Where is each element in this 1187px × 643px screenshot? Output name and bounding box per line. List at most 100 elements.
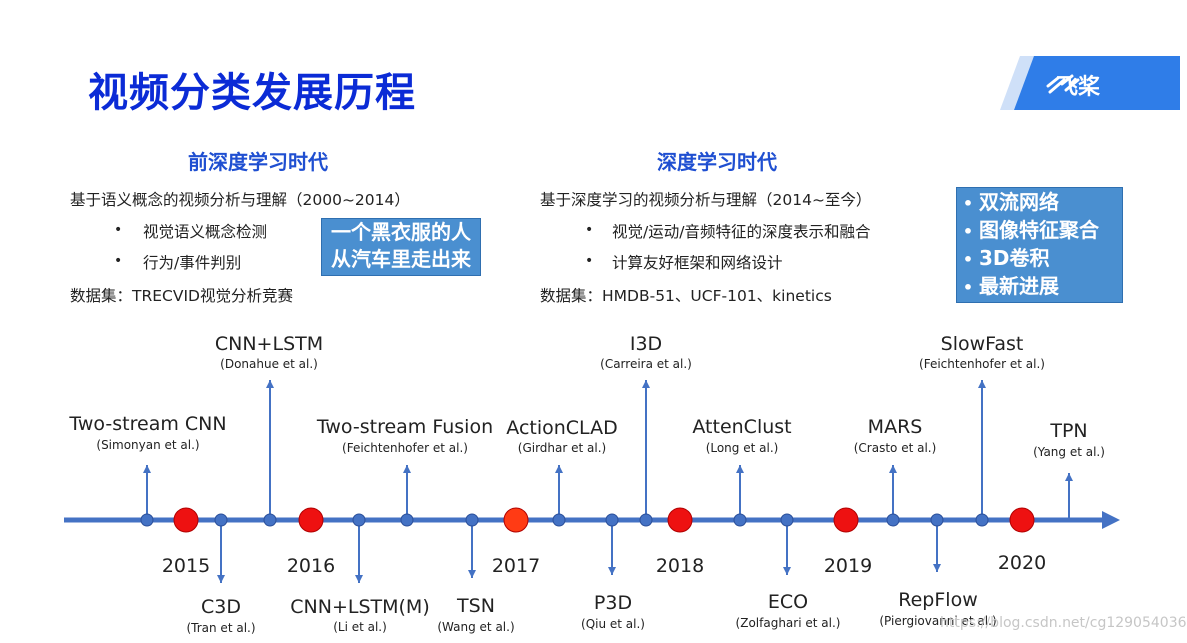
method-label: ECO: [767, 591, 809, 613]
pre-dl-desc: 基于语义概念的视频分析与理解（2000~2014）: [70, 191, 410, 209]
callout-item-label: 最新进展: [979, 274, 1059, 298]
dl-heading: 深度学习时代: [657, 150, 777, 174]
method-stem-down-head: [608, 567, 616, 575]
method-label: Two-stream Fusion: [316, 416, 494, 438]
method-label: P3D: [593, 592, 633, 614]
dl-bullet: 视觉/运动/音频特征的深度表示和融合: [612, 223, 871, 241]
pre-dl-callout: 一个黑衣服的人 从汽车里走出来: [321, 218, 481, 276]
logo-text: 飞桨: [1056, 75, 1101, 100]
bullet-dot-icon: •: [962, 194, 974, 213]
callout-item-label: 图像特征聚合: [979, 218, 1099, 242]
year-dot: [503, 507, 529, 533]
pre-dl-bullet: 行为/事件判别: [143, 254, 242, 272]
timeline-arrow-head: [1102, 511, 1120, 529]
bullet-dot-icon: •: [114, 253, 123, 269]
author-label: (Feichtenhofer et al.): [919, 357, 1045, 371]
method-stem-up-head: [978, 380, 986, 388]
bullet-dot-icon: •: [962, 222, 974, 241]
callout-item-label: 3D卷积: [979, 246, 1050, 270]
author-label: (Zolfaghari et al.): [735, 616, 841, 630]
year-dot: [667, 507, 693, 533]
method-node: [263, 513, 277, 527]
method-label: RepFlow: [898, 589, 978, 611]
watermark: https://blog.csdn.net/cg129054036: [940, 615, 1187, 631]
method-node: [639, 513, 653, 527]
pre-dl-bullet: 视觉语义概念检测: [143, 223, 268, 241]
method-stem-up-head: [403, 465, 411, 473]
bullet-dot-icon: •: [962, 250, 974, 269]
year-label: 2016: [286, 555, 336, 577]
year-label: 2018: [655, 555, 705, 577]
year-dot: [1009, 507, 1035, 533]
dl-callout: • 双流网络 • 图像特征聚合 • 3D卷积 • 最新进展: [956, 187, 1123, 303]
bullet-dot-icon: •: [585, 253, 594, 269]
method-node: [352, 513, 366, 527]
year-dot: [173, 507, 199, 533]
method-label: SlowFast: [940, 333, 1024, 355]
method-stem-up-head: [555, 465, 563, 473]
method-label: CNN+LSTM(M): [290, 596, 430, 618]
method-node: [214, 513, 228, 527]
dl-bullet: 计算友好框架和网络设计: [612, 254, 783, 272]
method-node: [465, 513, 479, 527]
method-stem-up-head: [266, 380, 274, 388]
bullet-dot-icon: •: [114, 222, 123, 238]
method-node: [400, 513, 414, 527]
method-node: [930, 513, 944, 527]
method-stem-up-head: [143, 465, 151, 473]
author-label: (Crasto et al.): [853, 441, 937, 455]
year-dot: [833, 507, 859, 533]
method-stem-down-head: [468, 570, 476, 578]
bullet-dot-icon: •: [585, 222, 594, 238]
method-label: ActionCLAD: [506, 417, 618, 439]
method-node: [605, 513, 619, 527]
method-stem-up-head: [736, 465, 744, 473]
dl-desc: 基于深度学习的视频分析与理解（2014~至今）: [540, 191, 872, 209]
author-label: (Donahue et al.): [220, 357, 318, 371]
method-node: [140, 513, 154, 527]
method-node: [975, 513, 989, 527]
pre-dl-heading: 前深度学习时代: [188, 150, 328, 174]
method-label: CNN+LSTM: [214, 333, 324, 355]
method-node: [886, 513, 900, 527]
author-label: (Piergiovanni et al.): [879, 614, 997, 628]
bullet-dot-icon: •: [962, 278, 974, 297]
author-label: (Simonyan et al.): [96, 438, 200, 452]
method-stem-down-head: [355, 575, 363, 583]
year-label: 2020: [997, 552, 1047, 574]
year-dot: [298, 507, 324, 533]
year-label: 2017: [491, 555, 541, 577]
callout-item: • 双流网络: [957, 188, 1122, 216]
author-label: (Carreira et al.): [600, 357, 692, 371]
dl-dataset: 数据集：HMDB-51、UCF-101、kinetics: [540, 287, 832, 305]
author-label: (Feichtenhofer et al.): [342, 441, 468, 455]
method-stem-up-head: [642, 380, 650, 388]
method-label: TSN: [457, 595, 495, 617]
author-label: (Girdhar et al.): [517, 441, 607, 455]
author-label: (Qiu et al.): [581, 617, 645, 631]
method-stem-down-head: [783, 567, 791, 575]
callout-line: 一个黑衣服的人: [331, 220, 471, 244]
method-label: MARS: [867, 416, 923, 438]
callout-line: 从汽车里走出来: [331, 247, 471, 271]
method-node: [780, 513, 794, 527]
author-label: (Wang et al.): [437, 620, 515, 634]
callout-item-label: 双流网络: [979, 190, 1059, 214]
paddle-logo-icon: [1000, 56, 1180, 110]
callout-item: • 3D卷积: [957, 244, 1122, 272]
callout-item: • 最新进展: [957, 272, 1122, 300]
method-label: I3D: [629, 333, 663, 355]
method-label: C3D: [201, 596, 241, 618]
page-title: 视频分类发展历程: [88, 70, 416, 116]
callout-item: • 图像特征聚合: [957, 216, 1122, 244]
year-label: 2015: [161, 555, 211, 577]
author-label: (Tran et al.): [186, 621, 256, 635]
method-label: TPN: [1050, 420, 1088, 442]
method-label: AttenClust: [692, 416, 792, 438]
method-node: [733, 513, 747, 527]
year-label: 2019: [823, 555, 873, 577]
method-node: [552, 513, 566, 527]
method-label: Two-stream CNN: [69, 413, 227, 435]
author-label: (Long et al.): [705, 441, 779, 455]
